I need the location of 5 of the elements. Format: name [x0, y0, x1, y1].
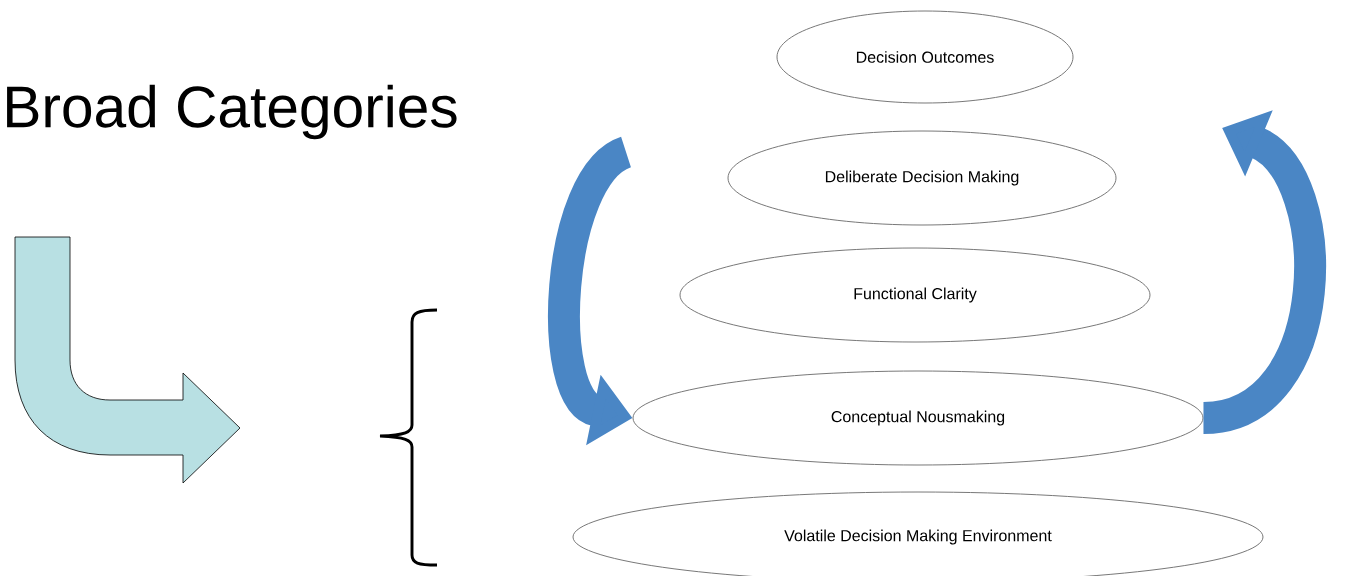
- title: Broad Categories: [7, 84, 457, 140]
- ellipse-node: Decision Outcomes: [776, 10, 1074, 104]
- ellipse-node: Deliberate Decision Making: [727, 130, 1117, 226]
- ellipse-node: Functional Clarity: [679, 247, 1151, 343]
- ellipse-node: Conceptual Nousmaking: [632, 370, 1204, 466]
